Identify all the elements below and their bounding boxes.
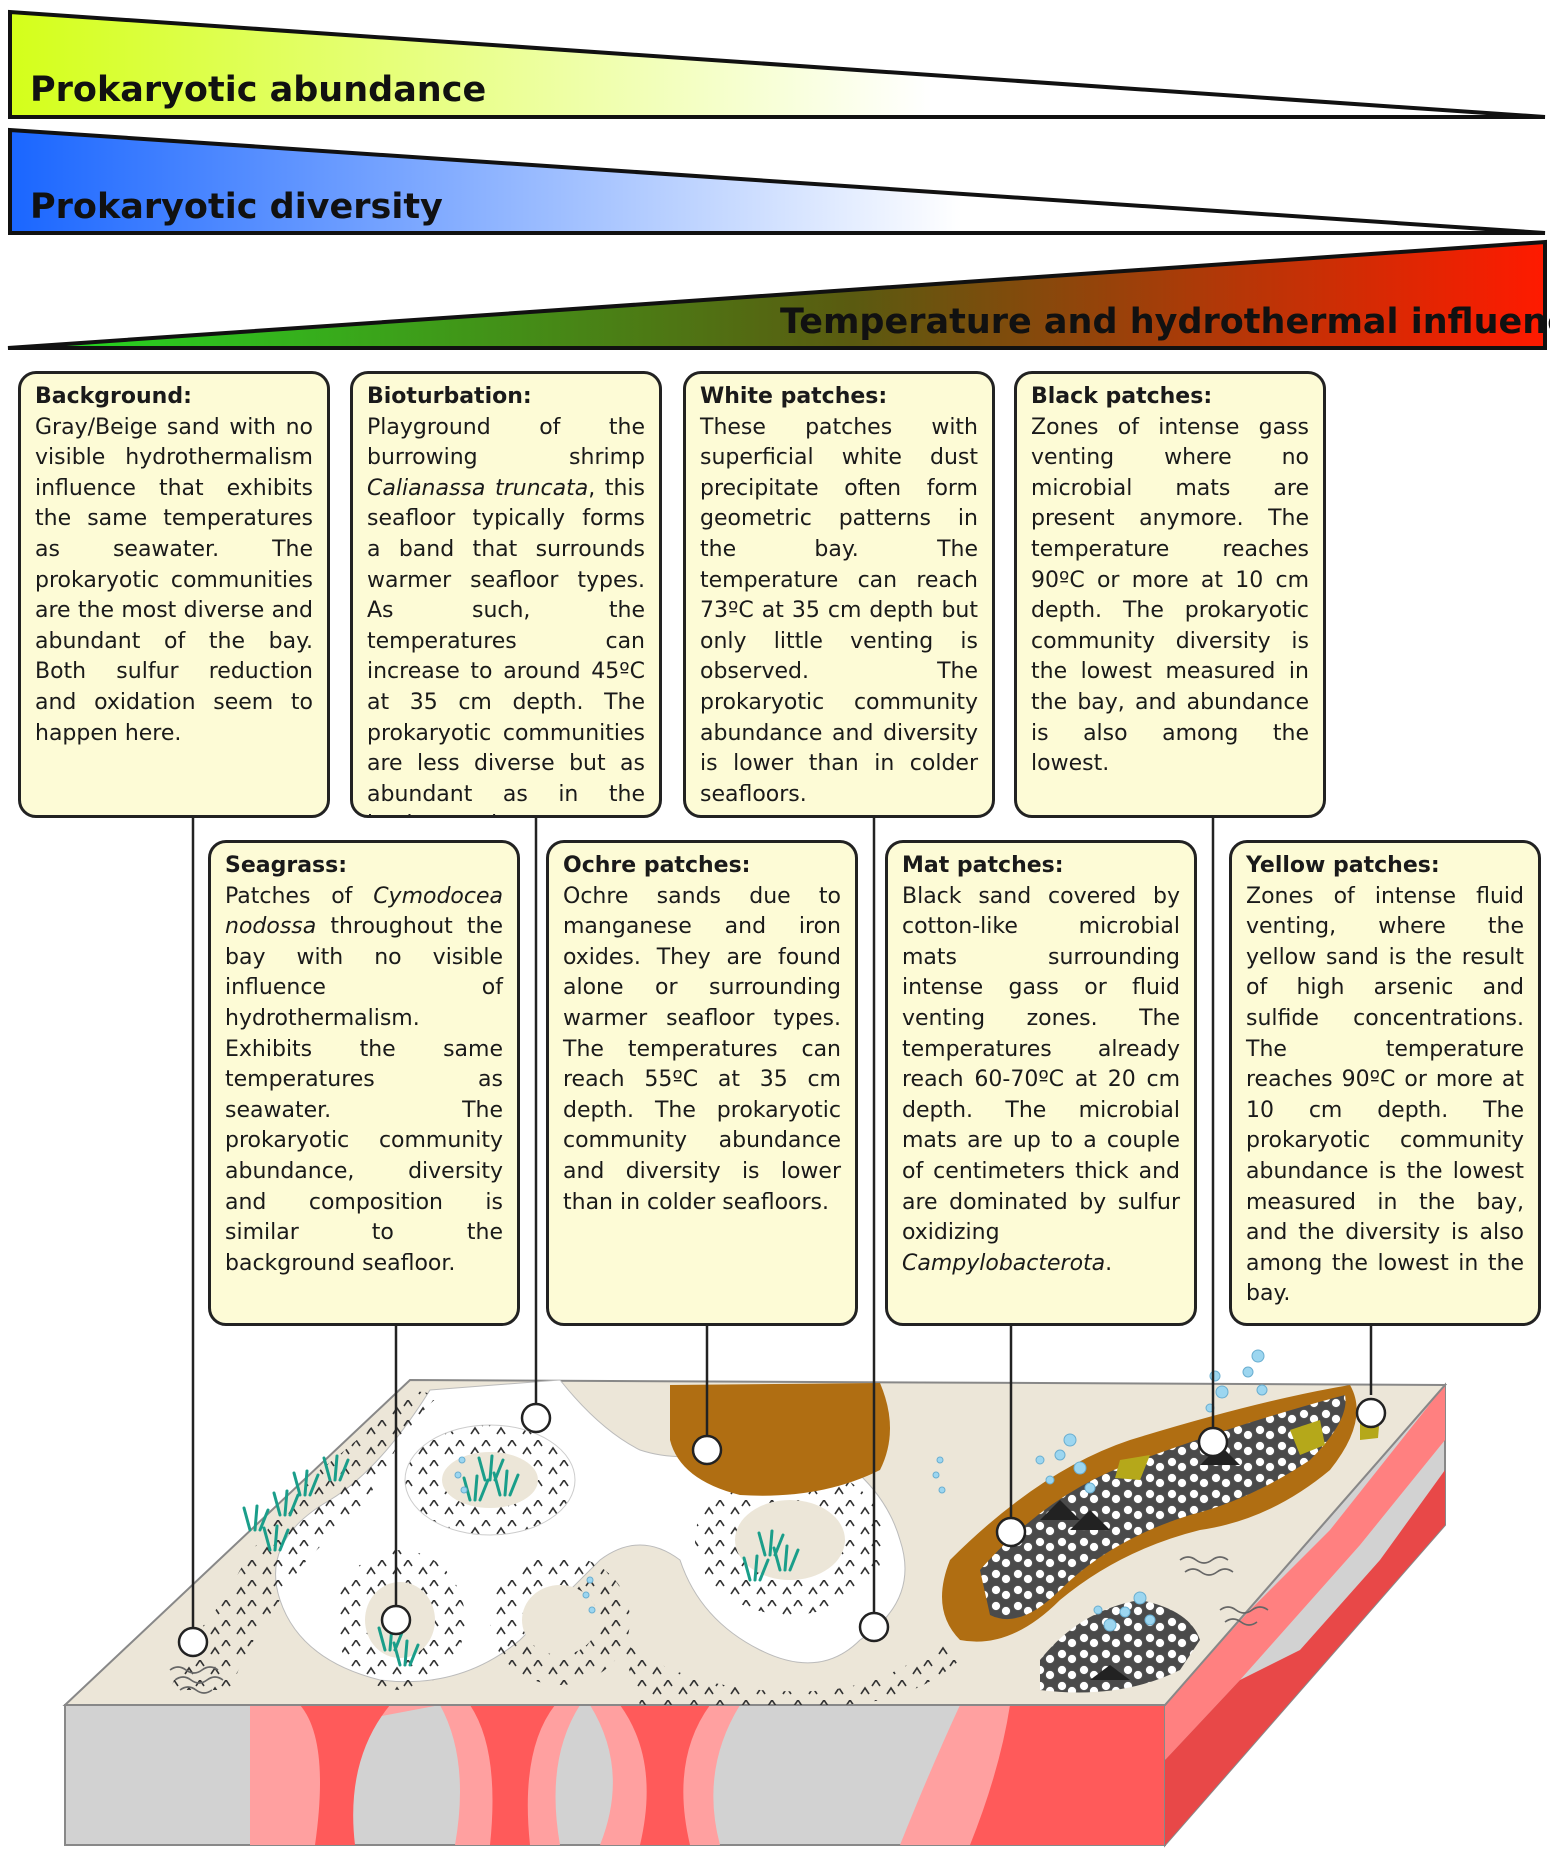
box-title: Seagrass: — [225, 853, 348, 878]
box-seagrass: Seagrass: Patches of Cymodocea nodossa t… — [208, 840, 520, 1326]
box-title: Bioturbation: — [367, 384, 532, 409]
sand-ripples — [169, 1556, 1269, 1694]
box-white-patches: White patches: These patches with superf… — [683, 371, 995, 818]
marker-black — [1197, 1426, 1229, 1458]
box-body: Ochre sands due to manganese and iron ox… — [563, 883, 841, 1215]
diversity-label: Prokaryotic diversity — [30, 187, 443, 227]
marker-seagrass — [380, 1604, 412, 1636]
box-bioturbation: Bioturbation: Playground of the burrowin… — [350, 371, 662, 818]
diversity-wedge — [8, 127, 1546, 235]
marker-bioturbation — [520, 1402, 552, 1434]
box-title: White patches: — [700, 384, 888, 409]
marker-yellow — [1355, 1397, 1387, 1429]
box-body: Patches of Cymodocea nodossa throughout … — [225, 883, 503, 1276]
yellow-patch-b — [1115, 1455, 1150, 1480]
box-body: Black sand covered by cotton-like microb… — [902, 883, 1180, 1276]
leader-lines — [191, 818, 1373, 1640]
box-title: Black patches: — [1031, 384, 1213, 409]
yellow-patch-a — [1290, 1420, 1325, 1455]
marker-white — [858, 1611, 890, 1643]
box-body: Zones of intense fluid venting, where th… — [1246, 883, 1524, 1307]
temperature-label: Temperature and hydrothermal influence — [780, 302, 1550, 342]
box-title: Ochre patches: — [563, 853, 751, 878]
box-mat-patches: Mat patches: Black sand covered by cotto… — [885, 840, 1197, 1326]
ochre-patch — [670, 1383, 890, 1496]
box-ochre-patches: Ochre patches: Ochre sands due to mangan… — [546, 840, 858, 1326]
box-body: Gray/Beige sand with no visible hydrothe… — [35, 414, 313, 746]
bioturbation-band-left — [170, 1390, 440, 1690]
marker-mat — [995, 1516, 1027, 1548]
seagrass-patches — [242, 1454, 800, 1667]
box-yellow-patches: Yellow patches: Zones of intense fluid v… — [1229, 840, 1541, 1326]
abundance-label: Prokaryotic abundance — [30, 70, 487, 110]
box-title: Background: — [35, 384, 192, 409]
temperature-wedge — [7, 239, 1547, 350]
mat-patch-main — [980, 1395, 1346, 1620]
abundance-wedge — [8, 9, 1546, 119]
box-title: Mat patches: — [902, 853, 1064, 878]
gas-bubbles — [454, 1349, 1268, 1632]
marker-ochre — [691, 1434, 723, 1466]
box-body: Playground of the burrowing shrimp Calia… — [367, 414, 645, 815]
mat-patch-lower — [1040, 1600, 1200, 1693]
box-title: Yellow patches: — [1246, 853, 1440, 878]
box-background: Background: Gray/Beige sand with no visi… — [18, 371, 330, 818]
box-black-patches: Black patches: Zones of intense gass ven… — [1014, 371, 1326, 818]
box-body: These patches with superficial white dus… — [700, 414, 978, 807]
sediment-side-face — [1164, 1382, 1446, 1848]
sediment-front-face — [64, 1704, 1166, 1846]
box-body: Zones of intense gass venting where no m… — [1031, 414, 1309, 777]
bioturbation-band-bottom — [620, 1640, 960, 1705]
leader-markers — [177, 1397, 1387, 1658]
marker-background — [177, 1626, 209, 1658]
gradient-wedges — [7, 9, 1547, 350]
